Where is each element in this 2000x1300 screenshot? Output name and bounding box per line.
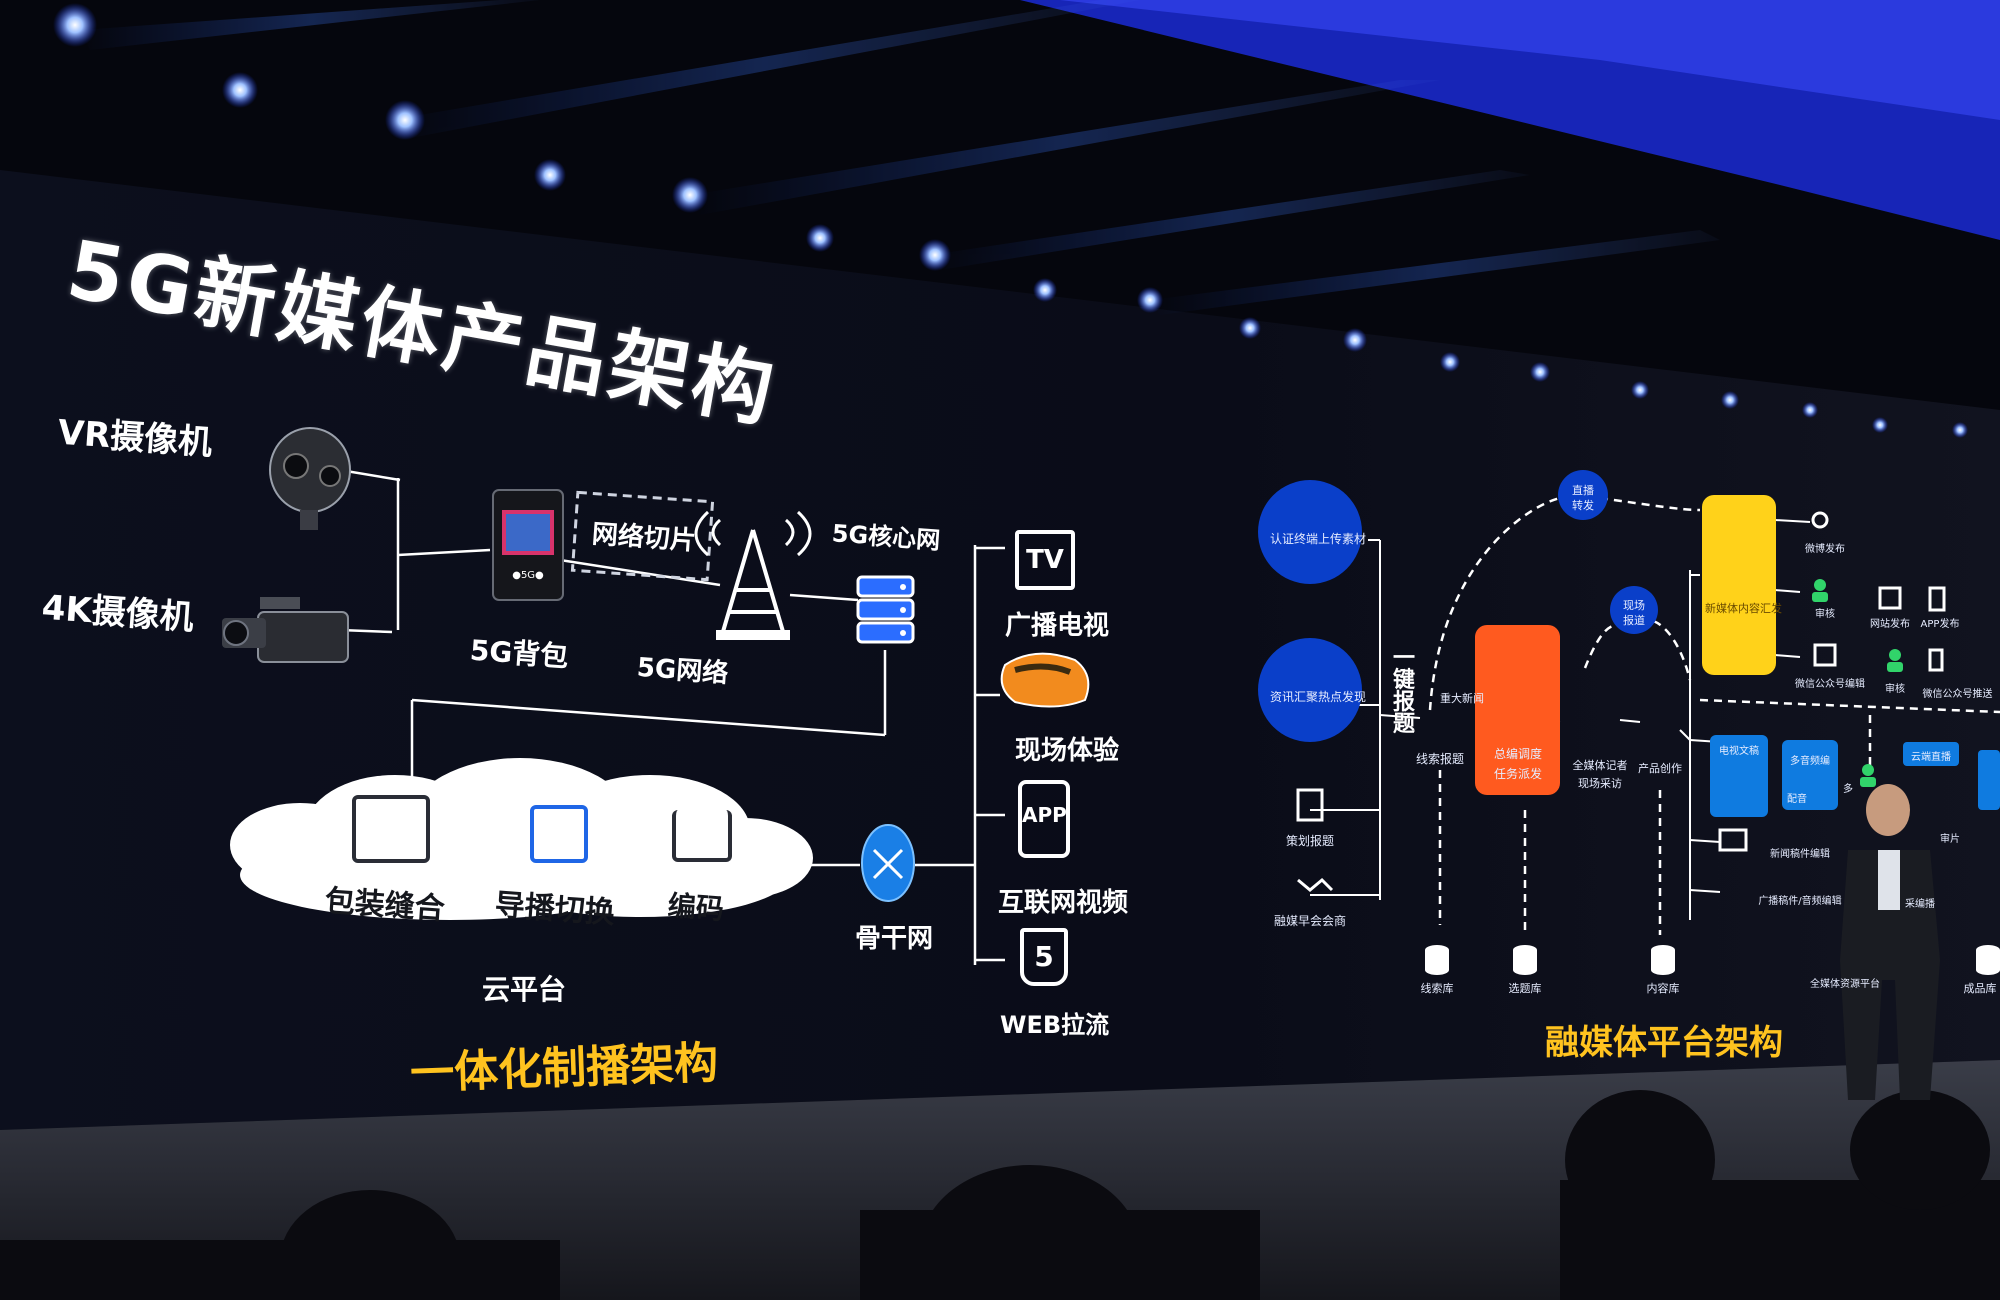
live-flow-label: 采编播 [1905,899,1935,910]
report-char-1: 一 [1393,646,1416,671]
reporter-label-1: 全媒体记者 [1572,759,1628,772]
product-creation-label: 产品创作 [1638,762,1682,775]
network-slice-label: 网络切片 [590,519,697,557]
tv-text-label: 电视文稿 [1719,746,1759,757]
live-short-label: 多 [1843,784,1853,795]
backbone-label: 骨干网 [855,924,934,954]
review-label: 审核 [1815,609,1835,620]
upload-circle [1258,480,1362,584]
clue-label: 线索报题 [1415,752,1464,766]
editor-label-1: 总编调度 [1493,747,1542,761]
audience-silhouettes [0,1090,2000,1300]
editor-label-2: 任务派发 [1493,767,1542,781]
html5-icon: 5 [1020,928,1068,986]
news-edit-label: 新闻稿件编辑 [1770,849,1830,860]
network-5g-label: 5G网络 [635,652,730,690]
plan-topic-label: 策划报题 [1285,834,1334,848]
wechat-edit-label: 微信公众号编辑 [1795,679,1865,690]
live-report-label-1: 现场 [1623,599,1645,612]
router-icon [861,824,915,902]
tv-label: 广播电视 [1005,611,1110,641]
multi-edit-label: 多音频编 [1790,756,1830,767]
weibo-icon [1811,511,1829,529]
wechat-review-label: 审核 [1885,684,1905,695]
live-forward-label-1: 直播 [1572,484,1594,497]
cloud-item-encoding: 编码 [666,889,725,926]
editor-block [1475,625,1560,795]
onsite-label: 现场体验 [1015,736,1120,766]
camera-4k-label: 4K摄像机 [40,587,195,639]
live-report-label-2: 报道 [1623,614,1645,627]
weibo-label: 微博发布 [1805,544,1845,555]
left-diagram-lines [339,468,1005,965]
handshake-icon [1297,877,1334,892]
camcorder-icon [222,597,349,663]
app-icon: APP [1018,780,1070,858]
web-stream-label: WEB拉流 [1000,1011,1110,1039]
section-title-left: 一体化制播架构 [409,1037,719,1100]
network-slice-box [570,490,715,582]
core-network-label: 5G核心网 [830,519,942,555]
backpack-label: 5G背包 [468,633,570,674]
wechat-publish-label: 微信公众号推送 [1922,689,1993,700]
section-title-right: 融媒体平台架构 [1545,1023,1783,1063]
wechat-icon [1813,643,1837,667]
switch-icon [530,805,588,863]
db-content-label: 内容库 [1646,982,1680,995]
resource-platform-label: 全媒体资源平台 [1810,979,1880,990]
upload-icon [672,810,732,862]
chart-icon [1718,828,1748,852]
cloud-item-switching: 导播切换 [493,887,616,932]
internet-video-label: 互联网视频 [998,888,1129,918]
app-publish-label: APP发布 [1920,619,1960,630]
app-icon [1928,586,1946,612]
vr-headset-icon [1000,652,1090,708]
document-icon [1296,788,1324,822]
stitching-icon [352,795,430,863]
presenter [1840,784,1940,1100]
cloud-label: 云平台 [482,973,567,1006]
live-report-circle [1610,586,1658,634]
circle-upload-label: 认证终端上传素材 [1270,532,1367,546]
antenna-tower-icon [694,510,812,640]
report-char-4: 题 [1393,712,1416,737]
db-product-label: 成品库 [1963,982,1997,995]
review-people-icons [1812,579,1903,787]
reporter-label-2: 现场采访 [1578,777,1622,790]
web-publish-label: 网站发布 [1870,619,1910,630]
live-forward-label-2: 转发 [1572,499,1594,512]
live-forward-circle [1558,470,1608,520]
circle-aggregate-label: 资讯汇聚热点发现 [1270,690,1367,704]
report-char-3: 报 [1393,690,1416,715]
vr-camera-icon [269,427,351,530]
db-clue-label: 线索库 [1420,982,1454,995]
big-news-label: 重大新闻 [1440,692,1484,705]
cloud-item-stitching: 包装缝合 [323,883,446,928]
svg-text:●5G●: ●5G● [512,570,544,581]
server-stack-icon [856,575,915,644]
backpack-device-icon: ●5G● [492,489,564,601]
database-icons [1425,945,2000,975]
db-topic-label: 选题库 [1508,982,1542,995]
morning-meeting-label: 融媒早会会商 [1273,914,1346,928]
review2-label: 审片 [1940,834,1960,845]
web-icon [1878,586,1902,610]
newmedia-label: 新媒体内容汇发 [1705,602,1782,615]
tv-icon: TV [1015,530,1075,590]
report-char-2: 键 [1393,668,1416,693]
aggregate-circle [1258,638,1362,742]
cloud-platform-shape [230,758,813,920]
dub-label: 配音 [1787,794,1807,805]
stage-lights [53,3,1968,438]
cloud-live-label: 云端直播 [1911,752,1951,763]
newmedia-block [1702,495,1776,675]
broadcast-edit-label: 广播稿件/音频编辑 [1758,896,1842,907]
